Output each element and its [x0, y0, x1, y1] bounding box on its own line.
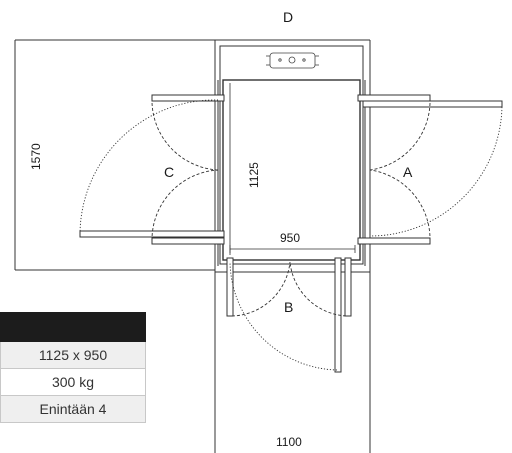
dim-platform-width: 950 [280, 231, 300, 245]
dim-shaft-width: 1100 [276, 435, 302, 449]
spec-row-capacity: 300 kg [0, 369, 146, 396]
dimension-lines [229, 83, 356, 255]
label-door-a: A [403, 164, 413, 180]
drive-unit-icon [266, 52, 319, 69]
spec-row-persons: Enintään 4 [0, 396, 146, 423]
shaft-outline [14, 39, 371, 453]
spec-row-dimensions: 1125 x 950 [0, 342, 146, 369]
label-door-c: C [164, 164, 174, 180]
label-door-b: B [284, 299, 293, 315]
dim-shaft-depth: 1570 [29, 143, 43, 170]
door-b [226, 257, 352, 373]
door-a-swing [369, 97, 503, 242]
dim-platform-depth: 1125 [247, 162, 261, 188]
label-door-d: D [283, 9, 293, 25]
door-c [79, 94, 225, 245]
spec-table: 1125 x 950 300 kg Enintään 4 [0, 312, 146, 423]
lift-platform [222, 79, 361, 261]
door-c-swing [79, 97, 219, 242]
door-b-swing [229, 261, 347, 371]
spec-table-header [0, 312, 146, 342]
